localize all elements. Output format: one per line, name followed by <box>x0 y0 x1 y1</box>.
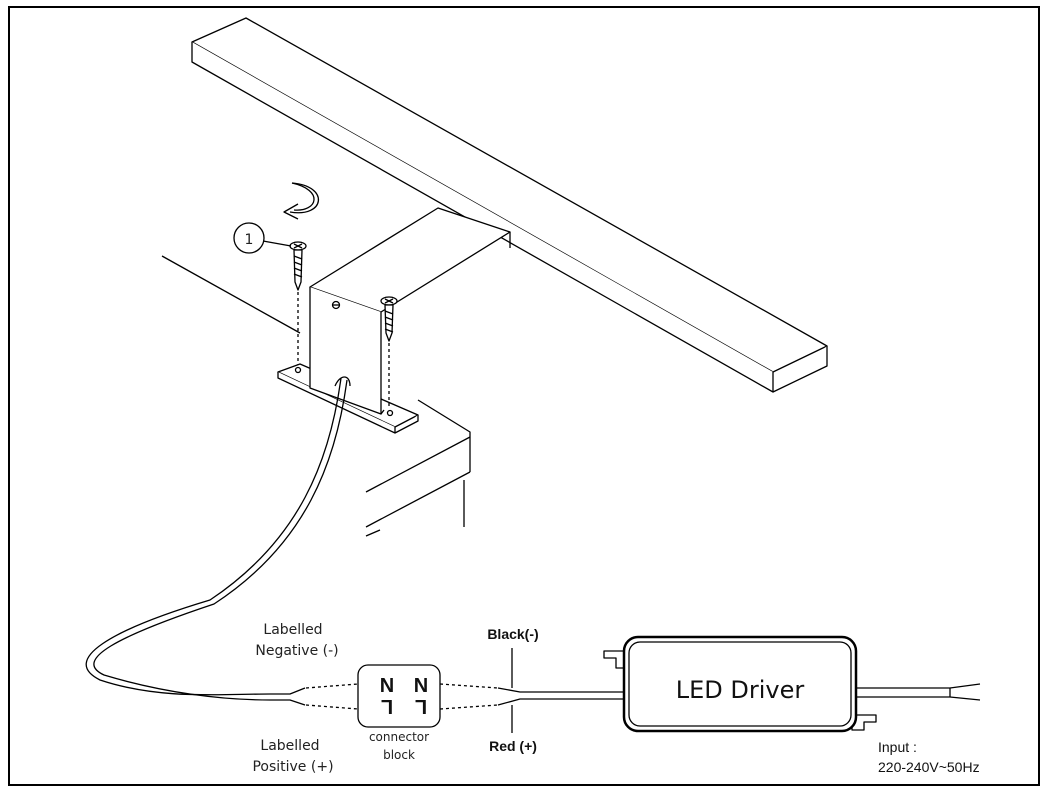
black-wire-label: Black(-) <box>487 626 538 642</box>
rotation-arrow-icon <box>283 182 320 220</box>
connector-block <box>357 664 441 728</box>
dashed-wires <box>305 683 499 710</box>
terminal-l-left: L <box>381 695 393 717</box>
connector-label-line1: connector <box>369 730 429 744</box>
cabinet-outline <box>161 255 471 537</box>
driver-wires <box>497 648 625 733</box>
connector-label-line2: block <box>383 748 415 762</box>
mounting-arm <box>309 207 511 415</box>
diagram-frame <box>8 6 1040 786</box>
red-wire-label: Red (+) <box>489 738 537 754</box>
positive-label-line1: Labelled <box>260 738 319 754</box>
input-label-line2: 220-240V~50Hz <box>878 759 980 775</box>
callout-number: 1 <box>245 232 254 248</box>
input-label-line1: Input : <box>878 739 917 755</box>
terminal-n-right: N <box>414 675 428 697</box>
negative-label-line2: Negative (-) <box>255 643 338 659</box>
positive-label-line2: Positive (+) <box>252 759 333 775</box>
terminal-l-right: L <box>415 695 427 717</box>
power-cable <box>85 376 351 706</box>
negative-label-line1: Labelled <box>263 622 322 638</box>
screw-left <box>289 241 307 365</box>
callout-circle <box>233 222 265 254</box>
led-driver-label: LED Driver <box>676 676 805 704</box>
terminal-n-left: N <box>380 675 394 697</box>
screw-right <box>380 296 398 408</box>
light-bar <box>191 17 828 393</box>
led-driver <box>603 635 981 733</box>
